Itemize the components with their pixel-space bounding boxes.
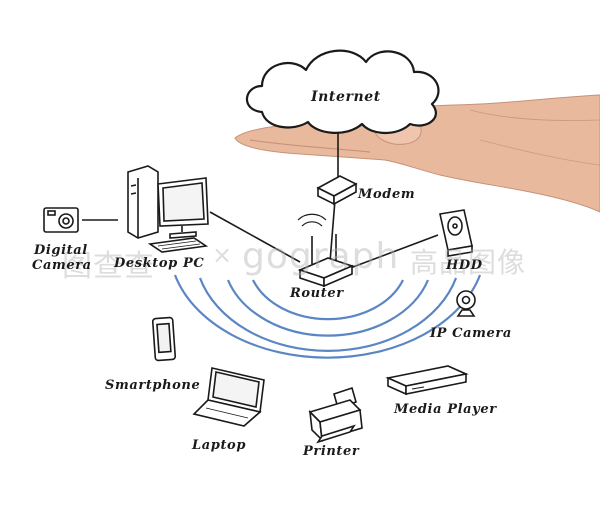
internet-label: Internet	[311, 89, 381, 105]
smartphone-icon	[151, 316, 177, 362]
router-icon	[297, 213, 355, 288]
printer-label: Printer	[303, 444, 360, 459]
digital-camera-label-line2: Camera	[32, 258, 92, 273]
laptop-icon	[192, 367, 265, 427]
media-player-label: Media Player	[394, 402, 497, 417]
digital-camera-label-line1: Digital	[34, 243, 88, 258]
ip-camera-label: IP Camera	[430, 326, 512, 341]
media-player-icon	[385, 365, 469, 396]
laptop-label: Laptop	[192, 438, 247, 453]
printer-icon	[308, 386, 363, 444]
hdd-icon	[439, 209, 473, 257]
connection-lines	[82, 133, 439, 271]
desktop-pc-icon	[127, 165, 209, 253]
watermark-right: 高品图像	[410, 246, 527, 279]
ip-camera-icon	[456, 290, 476, 317]
modem-icon	[316, 175, 358, 206]
cloud-icon	[245, 49, 440, 135]
watermark-brand: gograph	[242, 236, 400, 277]
watermark-left: 图查查	[62, 249, 155, 284]
desktop-pc-label: Desktop PC	[114, 256, 205, 271]
hdd-label: HDD	[446, 258, 483, 273]
digital-camera-icon	[43, 207, 79, 233]
smartphone-label: Smartphone	[105, 378, 201, 393]
modem-label: Modem	[358, 187, 416, 202]
wifi-waves	[173, 274, 482, 359]
router-label: Router	[290, 286, 344, 301]
watermark-times: ×	[212, 241, 234, 269]
